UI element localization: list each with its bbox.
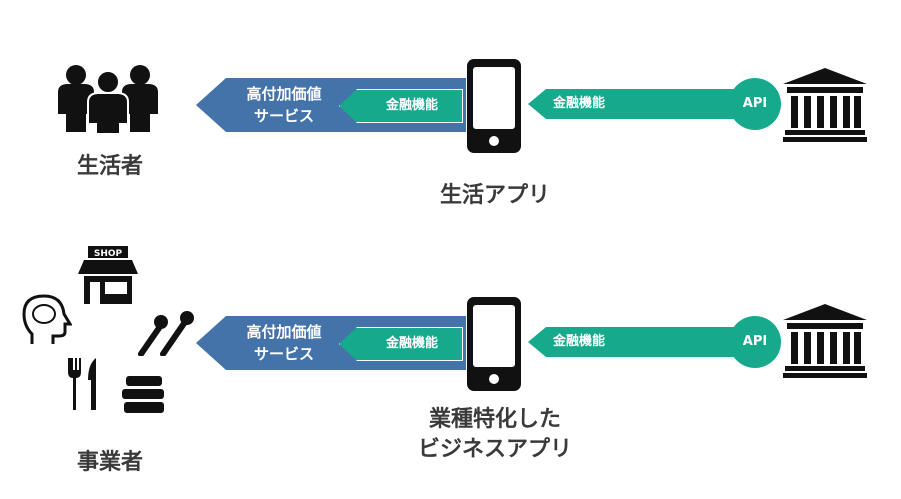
- financial-function-inner-arrow: 金融機能: [339, 89, 463, 123]
- people-icon: [58, 65, 158, 134]
- cutlery-icon: [68, 358, 96, 410]
- bank-icon: [783, 68, 867, 142]
- api-badge: API: [729, 316, 781, 368]
- value-service-arrow: 高付加価値サービス: [196, 316, 466, 370]
- smartphone-icon: [467, 297, 521, 391]
- shop-icon: SHOP: [78, 246, 138, 304]
- financial-function-inner-arrow: 金融機能: [339, 327, 463, 361]
- wrench-icon: [138, 311, 194, 356]
- actor-label-consumer: 生活者: [76, 154, 143, 179]
- app-label-business: 業種特化したビジネスアプリ: [417, 407, 572, 462]
- bank-icon: [783, 304, 867, 378]
- smartphone-icon: [467, 59, 521, 153]
- svg-text:SHOP: SHOP: [94, 249, 123, 259]
- financial-function-api-arrow: 金融機能: [528, 89, 753, 119]
- value-service-label: 高付加価値サービス: [246, 85, 322, 125]
- value-service-label: 高付加価値サービス: [246, 323, 322, 363]
- brain-head-icon: [22, 294, 72, 344]
- books-icon: [122, 376, 164, 413]
- actor-label-business: 事業者: [76, 450, 143, 475]
- financial-function-api-arrow: 金融機能: [528, 327, 753, 357]
- api-badge: API: [729, 78, 781, 130]
- app-label-life: 生活アプリ: [439, 183, 550, 208]
